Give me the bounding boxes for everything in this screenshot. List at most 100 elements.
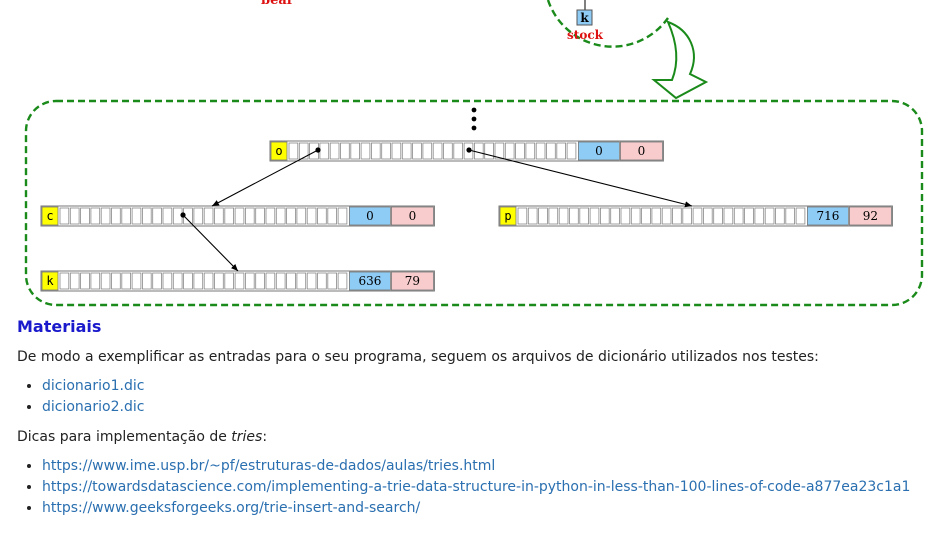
child-slot (100, 207, 111, 225)
child-slot (548, 207, 559, 225)
child-slot (453, 142, 463, 160)
top-node-box (576, 9, 593, 26)
file-link-1[interactable]: dicionario1.dic (42, 378, 145, 394)
node-count: 0 (638, 144, 646, 158)
value-cell (348, 271, 391, 291)
tip-link-2[interactable]: https://towardsdatascience.com/implement… (42, 479, 911, 495)
child-slot (275, 272, 286, 290)
file-link-2[interactable]: dicionario2.dic (42, 399, 145, 415)
child-slot (527, 207, 538, 225)
edge-o-c (211, 149, 319, 207)
child-slot (214, 207, 224, 225)
count-cell (849, 206, 892, 226)
pointer-dot (180, 212, 186, 218)
ellipsis-icon (471, 107, 477, 131)
child-slot (517, 207, 528, 225)
node-char: k (46, 274, 54, 288)
child-slot (546, 142, 556, 160)
node-char-cell (41, 271, 59, 291)
child-slot (661, 207, 672, 225)
tips-prefix: Dicas para implementação de (17, 429, 232, 445)
child-slot (162, 272, 173, 290)
child-slot (515, 142, 525, 160)
child-slot (484, 142, 494, 160)
child-slot (422, 142, 433, 160)
child-slot (131, 272, 142, 290)
node-value: 0 (366, 209, 374, 223)
section-heading: Materiais (17, 317, 102, 336)
top-word-bear: bear (261, 0, 294, 8)
child-slot (234, 272, 245, 290)
child-slot (100, 272, 111, 290)
child-slot (317, 207, 327, 225)
file-list: dicionario1.dic dicionario2.dic (17, 376, 917, 418)
child-slot (589, 207, 600, 225)
tips-text: Dicas para implementação de tries: (17, 427, 917, 447)
child-slot (162, 207, 173, 225)
child-slot (713, 207, 723, 225)
edge-c-k (182, 214, 239, 272)
child-slot (391, 142, 402, 160)
node-char-cell (41, 206, 59, 226)
child-slot (306, 272, 317, 290)
child-slot (703, 207, 713, 225)
child-slot (152, 207, 162, 225)
tips-em: tries (231, 429, 263, 445)
child-slot (473, 142, 484, 160)
child-slot (556, 142, 566, 160)
child-slot (90, 272, 101, 290)
child-slot (600, 207, 610, 225)
child-slot (288, 142, 299, 160)
child-slot (620, 207, 631, 225)
child-slot (203, 207, 214, 225)
child-slot (317, 272, 327, 290)
child-slot (234, 207, 245, 225)
zoom-arrow-icon (651, 20, 709, 100)
child-slot (494, 142, 505, 160)
child-slot (255, 207, 265, 225)
child-slot (733, 207, 744, 225)
child-slot (121, 207, 132, 225)
child-slot (340, 142, 350, 160)
child-slot (630, 207, 641, 225)
child-slot (569, 207, 579, 225)
child-slot (244, 207, 255, 225)
child-slot (723, 207, 734, 225)
child-slot (296, 207, 307, 225)
child-slot (306, 207, 317, 225)
child-slot (244, 272, 255, 290)
child-slot (298, 142, 309, 160)
child-slot (785, 207, 795, 225)
child-slot (80, 207, 90, 225)
child-slot (152, 272, 162, 290)
node-value: 716 (816, 209, 839, 223)
node-char: o (275, 144, 282, 158)
child-slot (432, 142, 443, 160)
edge-o-p (468, 149, 693, 208)
child-slot (265, 207, 276, 225)
child-slot (692, 207, 703, 225)
tip-link-3[interactable]: https://www.geeksforgeeks.org/trie-inser… (42, 500, 421, 516)
top-node-word: stock (567, 28, 604, 42)
child-slot (214, 272, 224, 290)
value-cell (578, 141, 620, 161)
list-item: dicionario2.dic (42, 397, 917, 418)
child-slot (275, 207, 286, 225)
trie-edges (180, 147, 693, 272)
value-cell (807, 206, 849, 226)
child-slot (59, 207, 70, 225)
child-slot (443, 142, 453, 160)
node-char-cell (499, 206, 517, 226)
count-cell (390, 206, 434, 226)
intro-text: De modo a exemplificar as entradas para … (17, 349, 819, 365)
child-slot (381, 142, 391, 160)
tip-link-1[interactable]: https://www.ime.usp.br/~pf/estruturas-de… (42, 458, 496, 474)
pointer-dot (466, 147, 472, 153)
node-value: 636 (358, 274, 381, 288)
child-slot (319, 142, 330, 160)
count-cell (390, 271, 434, 291)
